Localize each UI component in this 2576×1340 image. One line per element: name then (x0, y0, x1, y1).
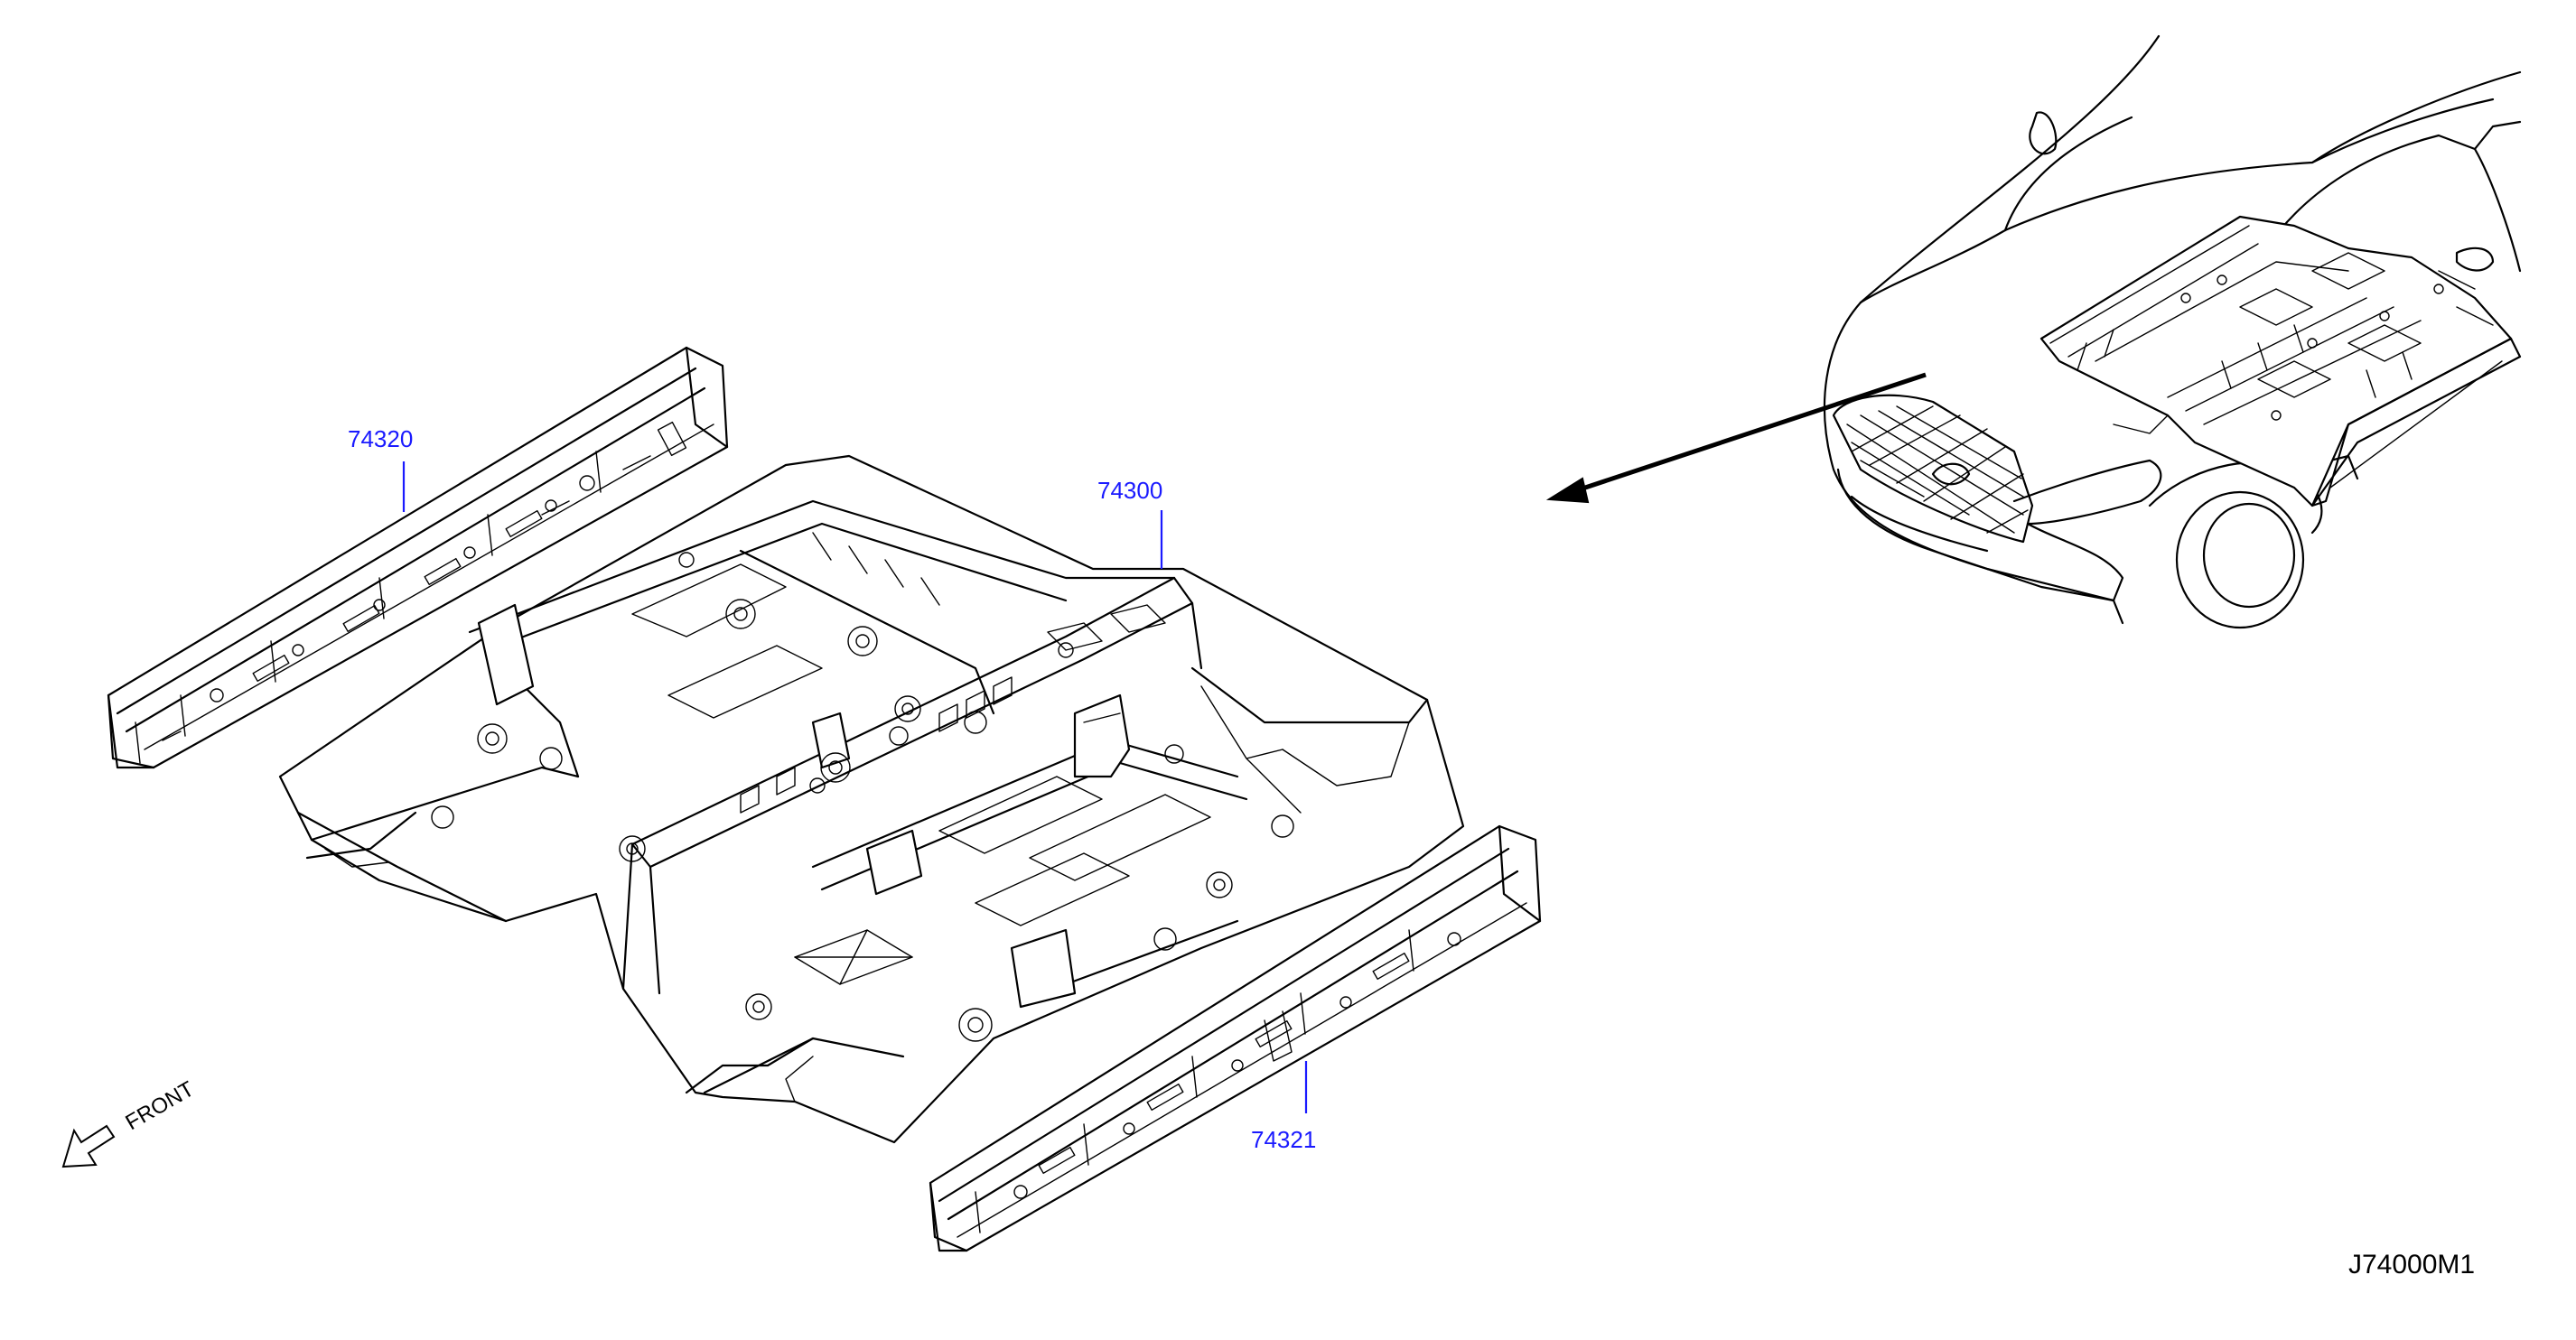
floor-pan-drawing (278, 454, 1465, 1144)
location-pointer-arrow (1545, 372, 1927, 504)
part-label-74300: 74300 (1097, 477, 1162, 504)
vehicle-location-inset (1823, 34, 2522, 629)
front-direction-indicator: FRONT (61, 1076, 199, 1168)
side-member-right-drawing (929, 824, 1542, 1252)
inset-floor-pan (2039, 215, 2522, 507)
part-label-74320: 74320 (348, 425, 413, 452)
side-member-left-drawing (107, 346, 729, 769)
front-arrow-icon (61, 1124, 116, 1168)
diagram-code: J74000M1 (2348, 1250, 2475, 1280)
part-label-74321: 74321 (1251, 1126, 1316, 1153)
front-label: FRONT (122, 1076, 199, 1135)
